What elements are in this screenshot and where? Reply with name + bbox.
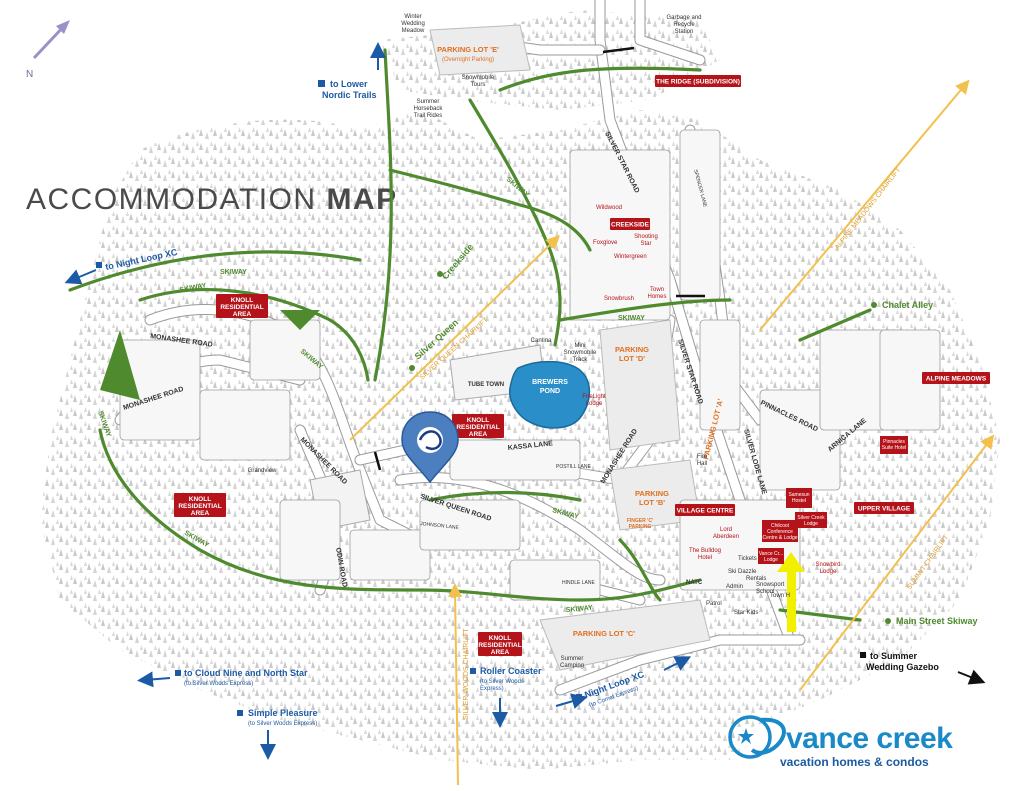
svg-text:TUBE TOWN: TUBE TOWN — [468, 382, 504, 388]
svg-text:ALPINE MEADOWS: ALPINE MEADOWS — [926, 376, 987, 383]
svg-text:NATC: NATC — [686, 580, 703, 586]
svg-text:vacation homes & condos: vacation homes & condos — [780, 755, 929, 769]
north-compass: N — [26, 20, 70, 80]
ski-trails — [68, 48, 872, 622]
svg-text:Town H: Town H — [770, 593, 790, 599]
svg-text:SKIWAY: SKIWAY — [566, 605, 594, 614]
svg-text:Patrol: Patrol — [706, 601, 722, 607]
svg-text:PARKING LOT 'C': PARKING LOT 'C' — [573, 629, 635, 638]
svg-text:Foxglove: Foxglove — [593, 240, 618, 246]
svg-text:Chalet Alley: Chalet Alley — [882, 300, 933, 310]
svg-text:Tickets: Tickets — [738, 556, 757, 562]
svg-text:Cantina: Cantina — [531, 338, 552, 344]
vance-creek-logo: vance creek vacation homes & condos — [728, 715, 954, 769]
svg-text:CREEKSIDE: CREEKSIDE — [611, 222, 650, 229]
brewers-pond — [509, 360, 591, 429]
svg-text:Rentals: Rentals — [746, 576, 766, 582]
svg-text:(to Silver Woods Express): (to Silver Woods Express) — [184, 681, 253, 687]
svg-text:(Overnight Parking): (Overnight Parking) — [442, 57, 494, 63]
svg-text:UPPER VILLAGE: UPPER VILLAGE — [858, 506, 911, 513]
forest-area-top — [380, 10, 720, 110]
svg-text:vance creek: vance creek — [786, 722, 953, 755]
svg-text:Snowbrush: Snowbrush — [604, 296, 634, 302]
svg-text:Wintergreen: Wintergreen — [614, 254, 647, 260]
lift-label-silver-woods: SILVER WOODS CHAIRLIFT — [463, 628, 470, 720]
svg-text:Roller Coaster: Roller Coaster — [480, 666, 542, 676]
svg-text:SKIWAY: SKIWAY — [220, 269, 247, 276]
svg-text:Grandview: Grandview — [248, 468, 277, 474]
svg-text:SKIWAY: SKIWAY — [618, 315, 645, 322]
svg-text:Wildwood: Wildwood — [596, 205, 622, 211]
road-gates — [373, 46, 705, 471]
svg-text:Star Kids: Star Kids — [734, 610, 758, 616]
location-pin-icon[interactable] — [401, 411, 459, 484]
svg-text:VILLAGE CENTRE: VILLAGE CENTRE — [677, 508, 734, 515]
svg-text:Ski Dazzle: Ski Dazzle — [728, 569, 757, 575]
svg-text:Main Street Skiway: Main Street Skiway — [896, 616, 978, 626]
ski-dots — [409, 271, 891, 624]
svg-text:FINGER 'C'PARKING: FINGER 'C'PARKING — [627, 518, 653, 530]
svg-text:Vance Cr...Lodge: Vance Cr...Lodge — [759, 551, 783, 563]
map-title: ACCOMMODATION MAP — [26, 183, 398, 216]
svg-text:Simple Pleasure: Simple Pleasure — [248, 708, 318, 718]
svg-text:KASSA LANE: KASSA LANE — [507, 440, 553, 452]
svg-text:THE RIDGE (SUBDIVISION): THE RIDGE (SUBDIVISION) — [656, 79, 740, 86]
svg-text:to Cloud Nine and North Star: to Cloud Nine and North Star — [184, 668, 308, 678]
svg-text:N: N — [26, 69, 33, 80]
svg-text:PARKING LOT 'E': PARKING LOT 'E' — [437, 45, 499, 54]
svg-text:JOHNSON LANE: JOHNSON LANE — [420, 521, 460, 531]
highlight-arrow — [777, 552, 805, 632]
svg-text:SKIWAY: SKIWAY — [179, 282, 207, 294]
svg-text:POSTILL LANE: POSTILL LANE — [556, 464, 591, 470]
svg-text:Admin: Admin — [726, 584, 743, 590]
svg-text:(to Silver Woods Express): (to Silver Woods Express) — [248, 721, 317, 727]
svg-text:HINDLE LANE: HINDLE LANE — [562, 580, 595, 586]
